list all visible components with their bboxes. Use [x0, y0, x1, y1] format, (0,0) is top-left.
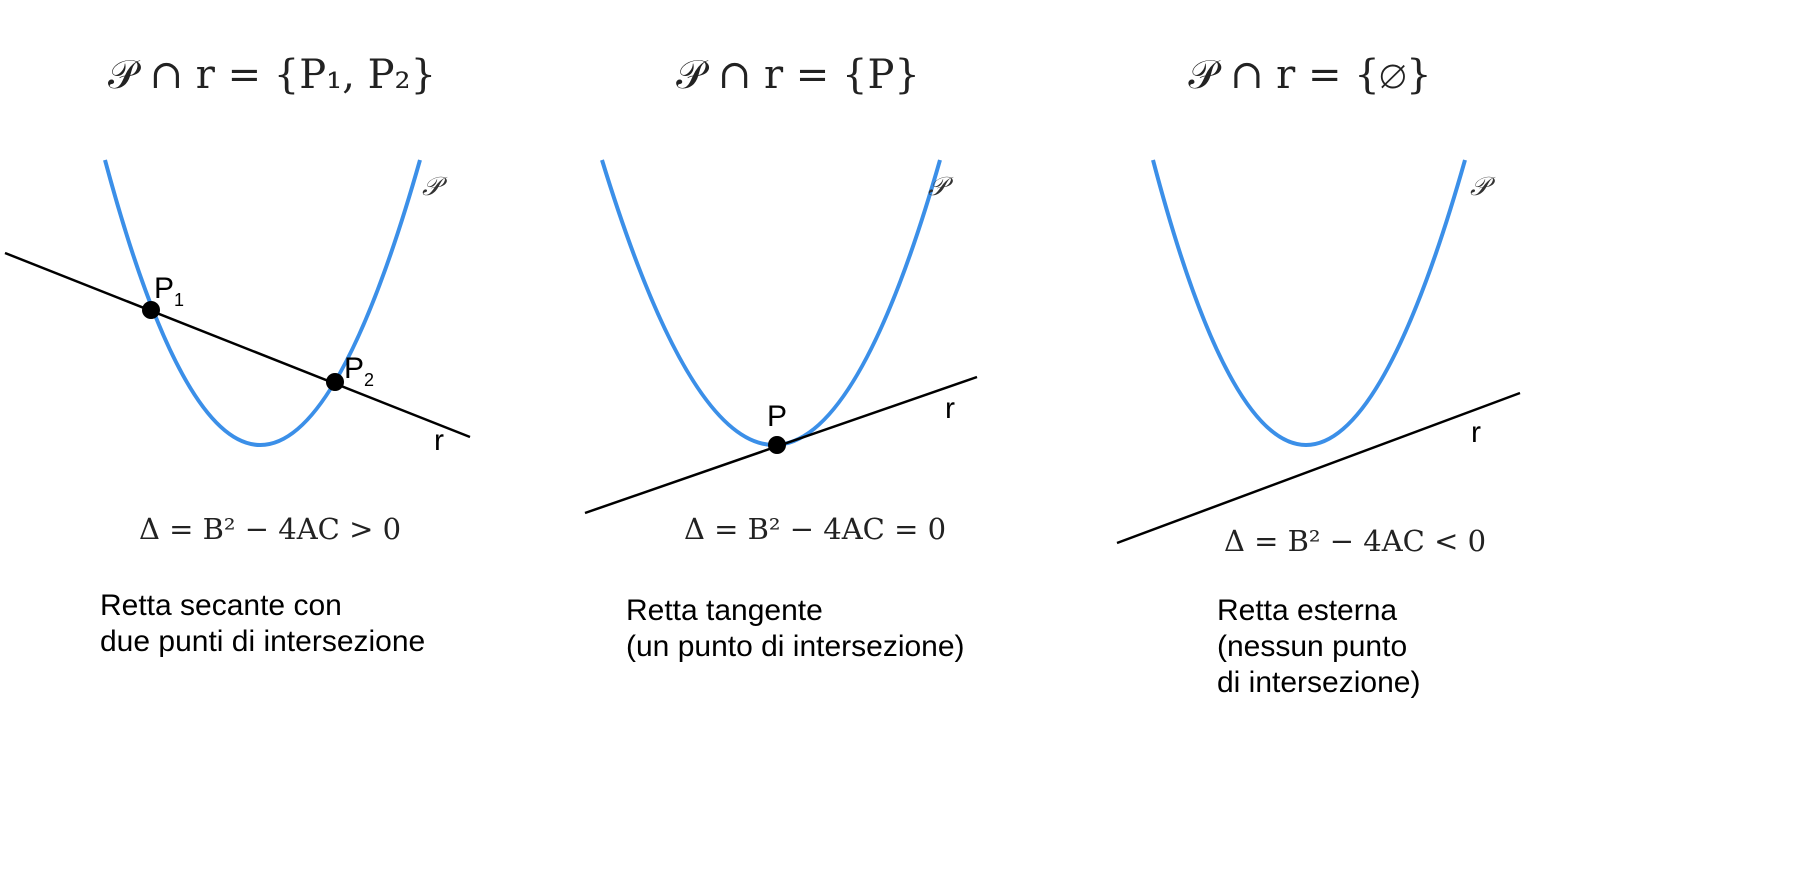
caption-secant: Retta secante con due punti di intersezi… — [100, 588, 425, 660]
point-p1 — [142, 301, 160, 319]
title-secant: 𝒫 ∩ r = {P₁, P₂} — [107, 52, 437, 98]
line-label-3: r — [1471, 416, 1481, 449]
caption-external: Retta esterna (nessun punto di intersezi… — [1217, 593, 1420, 701]
caption-line: di intersezione) — [1217, 666, 1421, 699]
external-line — [1116, 391, 1521, 545]
parabola-label-2: 𝒫 — [928, 172, 947, 202]
label-p1: P1 — [154, 272, 184, 311]
caption-line: Retta esterna — [1217, 594, 1398, 627]
line-label-1: r — [434, 424, 444, 457]
label-p2: P2 — [344, 352, 374, 391]
parabola-1 — [103, 159, 422, 447]
caption-line: (nessun punto — [1217, 630, 1408, 663]
caption-line: Retta secante con — [100, 589, 342, 622]
parabola-label-3: 𝒫 — [1470, 172, 1489, 202]
label-p1-text: P — [154, 272, 175, 305]
parabola-3 — [1151, 159, 1467, 447]
delta-secant: Δ = B² − 4AC > 0 — [138, 512, 402, 546]
label-p2-sub: 2 — [364, 370, 375, 390]
caption-line: due punti di intersezione — [100, 625, 426, 658]
secant-line — [4, 251, 471, 439]
label-p2-text: P — [344, 352, 365, 385]
parabola-label-1: 𝒫 — [422, 172, 441, 202]
label-p1-sub: 1 — [174, 290, 185, 310]
caption-tangent: Retta tangente (un punto di intersezione… — [626, 593, 965, 665]
title-external: 𝒫 ∩ r = {∅} — [1188, 52, 1432, 98]
delta-tangent: Δ = B² − 4AC = 0 — [683, 512, 947, 546]
caption-line: (un punto di intersezione) — [626, 630, 965, 663]
caption-line: Retta tangente — [626, 594, 823, 627]
point-p — [768, 436, 786, 454]
point-p2 — [326, 373, 344, 391]
title-tangent: 𝒫 ∩ r = {P} — [676, 52, 920, 98]
delta-external: Δ = B² − 4AC < 0 — [1223, 524, 1487, 558]
label-p: P — [767, 400, 788, 433]
line-label-2: r — [945, 392, 955, 425]
